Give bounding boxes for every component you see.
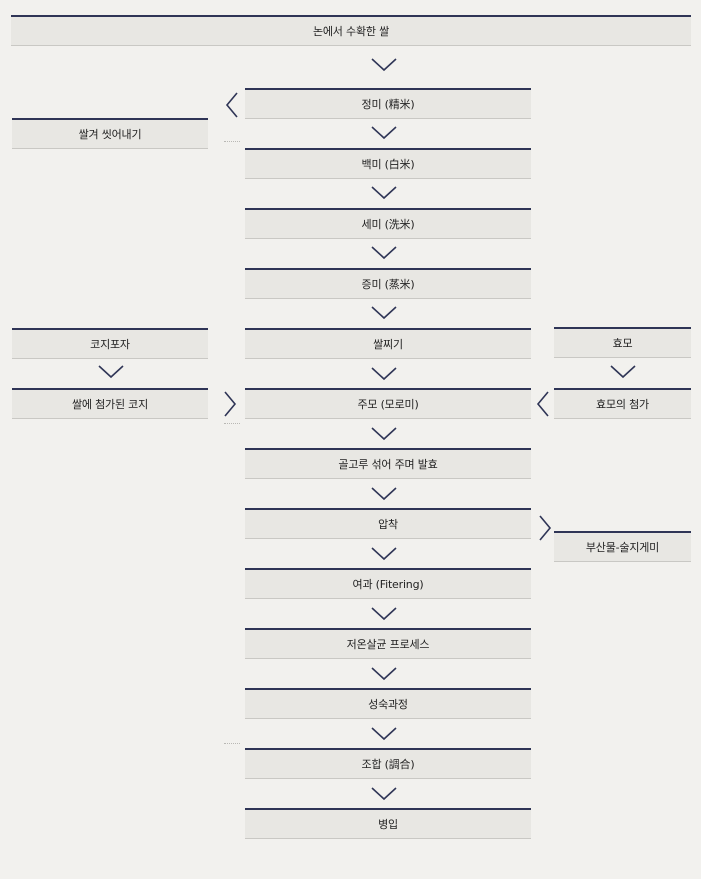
down-arrow-icon xyxy=(371,667,397,681)
side-koji-rice-label: 쌀에 첨가된 코지 xyxy=(71,398,149,411)
side-koji-spores: 코지포자 xyxy=(12,328,208,359)
step-aging-label: 성숙과정 xyxy=(368,698,408,711)
step-white-rice-label: 백미 (白米) xyxy=(361,158,415,171)
step-polish: 정미 (精米) xyxy=(245,88,531,119)
dotted-connector xyxy=(224,743,240,744)
side-koji-spores-label: 코지포자 xyxy=(90,338,130,351)
right-arrow-icon xyxy=(539,515,552,541)
step-bottle: 병입 xyxy=(245,808,531,839)
down-arrow-icon xyxy=(371,427,397,441)
step-press-label: 압착 xyxy=(378,518,398,531)
left-arrow-icon xyxy=(536,391,549,417)
step-harvest: 논에서 수확한 쌀 xyxy=(11,15,691,46)
step-white-rice: 백미 (白米) xyxy=(245,148,531,179)
down-arrow-icon xyxy=(98,365,124,379)
side-wash-rice: 쌀겨 씻어내기 xyxy=(12,118,208,149)
step-steaming-label: 쌀찌기 xyxy=(373,338,403,351)
step-pasteurize: 저온살균 프로세스 xyxy=(245,628,531,659)
side-byproduct-label: 부산물-술지게미 xyxy=(585,541,660,554)
down-arrow-icon xyxy=(371,58,397,72)
side-wash-rice-label: 쌀겨 씻어내기 xyxy=(78,128,142,141)
down-arrow-icon xyxy=(371,607,397,621)
step-pasteurize-label: 저온살균 프로세스 xyxy=(346,638,430,651)
step-press: 압착 xyxy=(245,508,531,539)
step-blend-label: 조합 (調合) xyxy=(361,758,415,771)
down-arrow-icon xyxy=(371,547,397,561)
side-koji-rice: 쌀에 첨가된 코지 xyxy=(12,388,208,419)
down-arrow-icon xyxy=(371,787,397,801)
left-arrow-icon xyxy=(225,92,238,118)
side-add-yeast-label: 효모의 첨가 xyxy=(596,398,649,411)
step-mash-label: 주모 (모로미) xyxy=(357,398,419,411)
step-steam-rice-label: 증미 (蒸米) xyxy=(361,278,415,291)
down-arrow-icon xyxy=(371,306,397,320)
down-arrow-icon xyxy=(371,367,397,381)
dotted-connector xyxy=(224,423,240,424)
step-steaming: 쌀찌기 xyxy=(245,328,531,359)
step-ferment: 골고루 섞어 주며 발효 xyxy=(245,448,531,479)
step-mash: 주모 (모로미) xyxy=(245,388,531,419)
step-filter-label: 여과 (Fitering) xyxy=(352,578,424,591)
side-yeast: 효모 xyxy=(554,327,691,358)
down-arrow-icon xyxy=(371,126,397,140)
side-byproduct: 부산물-술지게미 xyxy=(554,531,691,562)
step-bottle-label: 병입 xyxy=(378,818,398,831)
side-add-yeast: 효모의 첨가 xyxy=(554,388,691,419)
down-arrow-icon xyxy=(371,186,397,200)
step-filter: 여과 (Fitering) xyxy=(245,568,531,599)
step-ferment-label: 골고루 섞어 주며 발효 xyxy=(338,458,438,471)
step-wash-label: 세미 (洗米) xyxy=(361,218,415,231)
down-arrow-icon xyxy=(371,487,397,501)
down-arrow-icon xyxy=(371,246,397,260)
step-steam-rice: 증미 (蒸米) xyxy=(245,268,531,299)
right-arrow-icon xyxy=(224,391,237,417)
step-aging: 성숙과정 xyxy=(245,688,531,719)
down-arrow-icon xyxy=(371,727,397,741)
down-arrow-icon xyxy=(610,365,636,379)
step-blend: 조합 (調合) xyxy=(245,748,531,779)
step-harvest-label: 논에서 수확한 쌀 xyxy=(312,25,390,38)
side-yeast-label: 효모 xyxy=(612,337,633,350)
step-polish-label: 정미 (精米) xyxy=(361,98,415,111)
step-wash: 세미 (洗米) xyxy=(245,208,531,239)
dotted-connector xyxy=(224,141,240,142)
